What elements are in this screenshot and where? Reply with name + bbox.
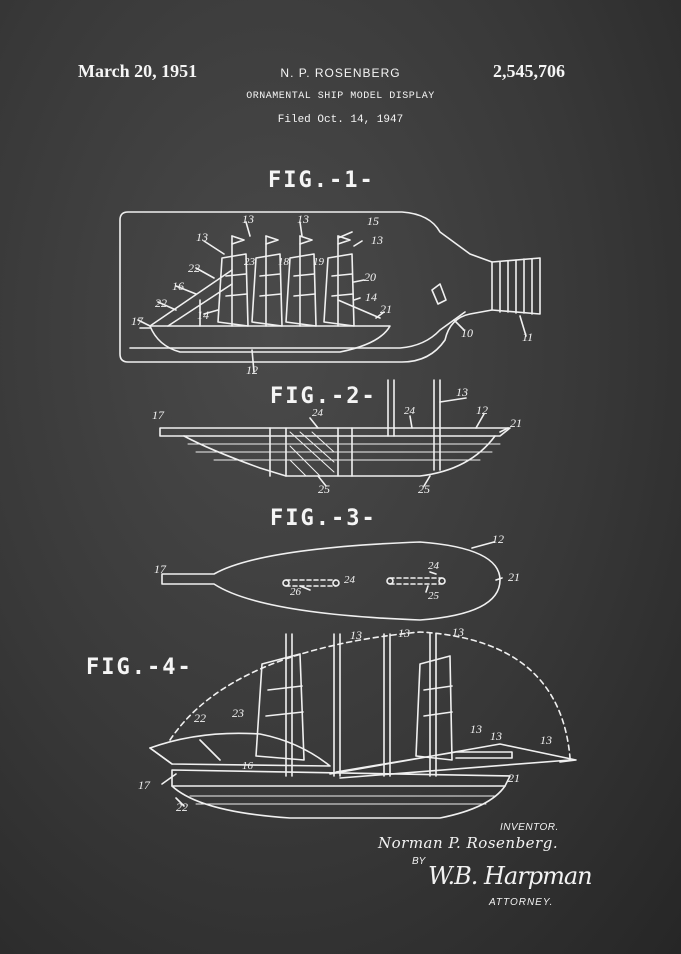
ref-numeral: 14 [197, 308, 209, 322]
ref-numeral: 22 [176, 800, 188, 814]
fig-2-label: FIG.-2- [270, 384, 377, 409]
ref-numeral: 21 [508, 771, 520, 785]
fig-4-label: FIG.-4- [86, 655, 193, 680]
ref-numeral: 16 [172, 279, 184, 293]
ref-numeral: 21 [510, 416, 522, 430]
fig-2-hull-section [159, 379, 511, 487]
fig-3-label: FIG.-3- [270, 506, 377, 531]
ref-numeral: 13 [470, 722, 482, 736]
ref-numeral: 22 [155, 296, 167, 310]
ref-numeral: 25 [418, 482, 430, 496]
patent-date: March 20, 1951 [78, 61, 198, 81]
inventor-label: INVENTOR. [500, 822, 559, 833]
ref-numeral: 13 [371, 233, 383, 247]
ref-numeral: 17 [154, 562, 166, 576]
ref-numeral: 13 [297, 212, 309, 226]
inventor-name: Norman P. Rosenberg. [378, 834, 559, 852]
ref-numeral: 25 [428, 590, 439, 602]
fig-1-label: FIG.-1- [268, 168, 375, 193]
ref-numeral: 24 [344, 574, 355, 586]
attorney-signature: W.B. Harpman [428, 862, 593, 890]
ref-numeral: 19 [313, 256, 324, 268]
ref-numeral: 10 [461, 326, 473, 340]
ref-numeral: 13 [196, 230, 208, 244]
ref-numeral: 24 [312, 407, 323, 419]
ref-numeral: 13 [540, 733, 552, 747]
ref-numeral: 22 [188, 261, 200, 275]
ref-numeral: 16 [242, 760, 253, 772]
by-label: BY [412, 856, 426, 867]
ref-numeral: 13 [456, 385, 468, 399]
attorney-label: ATTORNEY. [489, 897, 554, 908]
fig-1-bottle-drawing [119, 211, 541, 373]
ref-numeral: 17 [131, 314, 143, 328]
ref-numeral: 20 [364, 270, 376, 284]
filed-date: Filed Oct. 14, 1947 [277, 114, 404, 126]
ref-numeral: 13 [452, 625, 464, 639]
fig-3-hull-plan [161, 541, 503, 621]
ref-numeral: 13 [398, 626, 410, 640]
ref-numeral: 24 [404, 405, 415, 417]
ref-numeral: 13 [490, 729, 502, 743]
ref-numeral: 18 [278, 256, 289, 268]
ref-numeral: 12 [246, 363, 258, 377]
ref-numeral: 11 [522, 330, 534, 344]
ref-numeral: 15 [367, 214, 379, 228]
ref-numeral: 13 [350, 628, 362, 642]
patent-title: ORNAMENTAL SHIP MODEL DISPLAY [246, 91, 435, 102]
ref-numeral: 25 [318, 482, 330, 496]
ref-numeral: 22 [194, 711, 206, 725]
ref-numeral: 13 [242, 212, 254, 226]
ref-numeral: 17 [152, 408, 164, 422]
ref-numeral: 21 [380, 302, 392, 316]
ref-numeral: 26 [290, 586, 301, 598]
ref-numeral: 23 [232, 706, 244, 720]
fig-4-folding-diagram [149, 631, 577, 819]
ref-numeral: 12 [476, 403, 488, 417]
ref-numeral: 14 [365, 290, 377, 304]
ref-numeral: 23 [244, 256, 255, 268]
ref-numeral: 17 [138, 778, 150, 792]
ref-numeral: 24 [428, 560, 439, 572]
ref-numeral: 12 [492, 532, 504, 546]
ref-numeral: 21 [508, 570, 520, 584]
patent-number: 2,545,706 [493, 61, 565, 81]
inventor-heading: N. P. ROSENBERG [280, 66, 401, 80]
